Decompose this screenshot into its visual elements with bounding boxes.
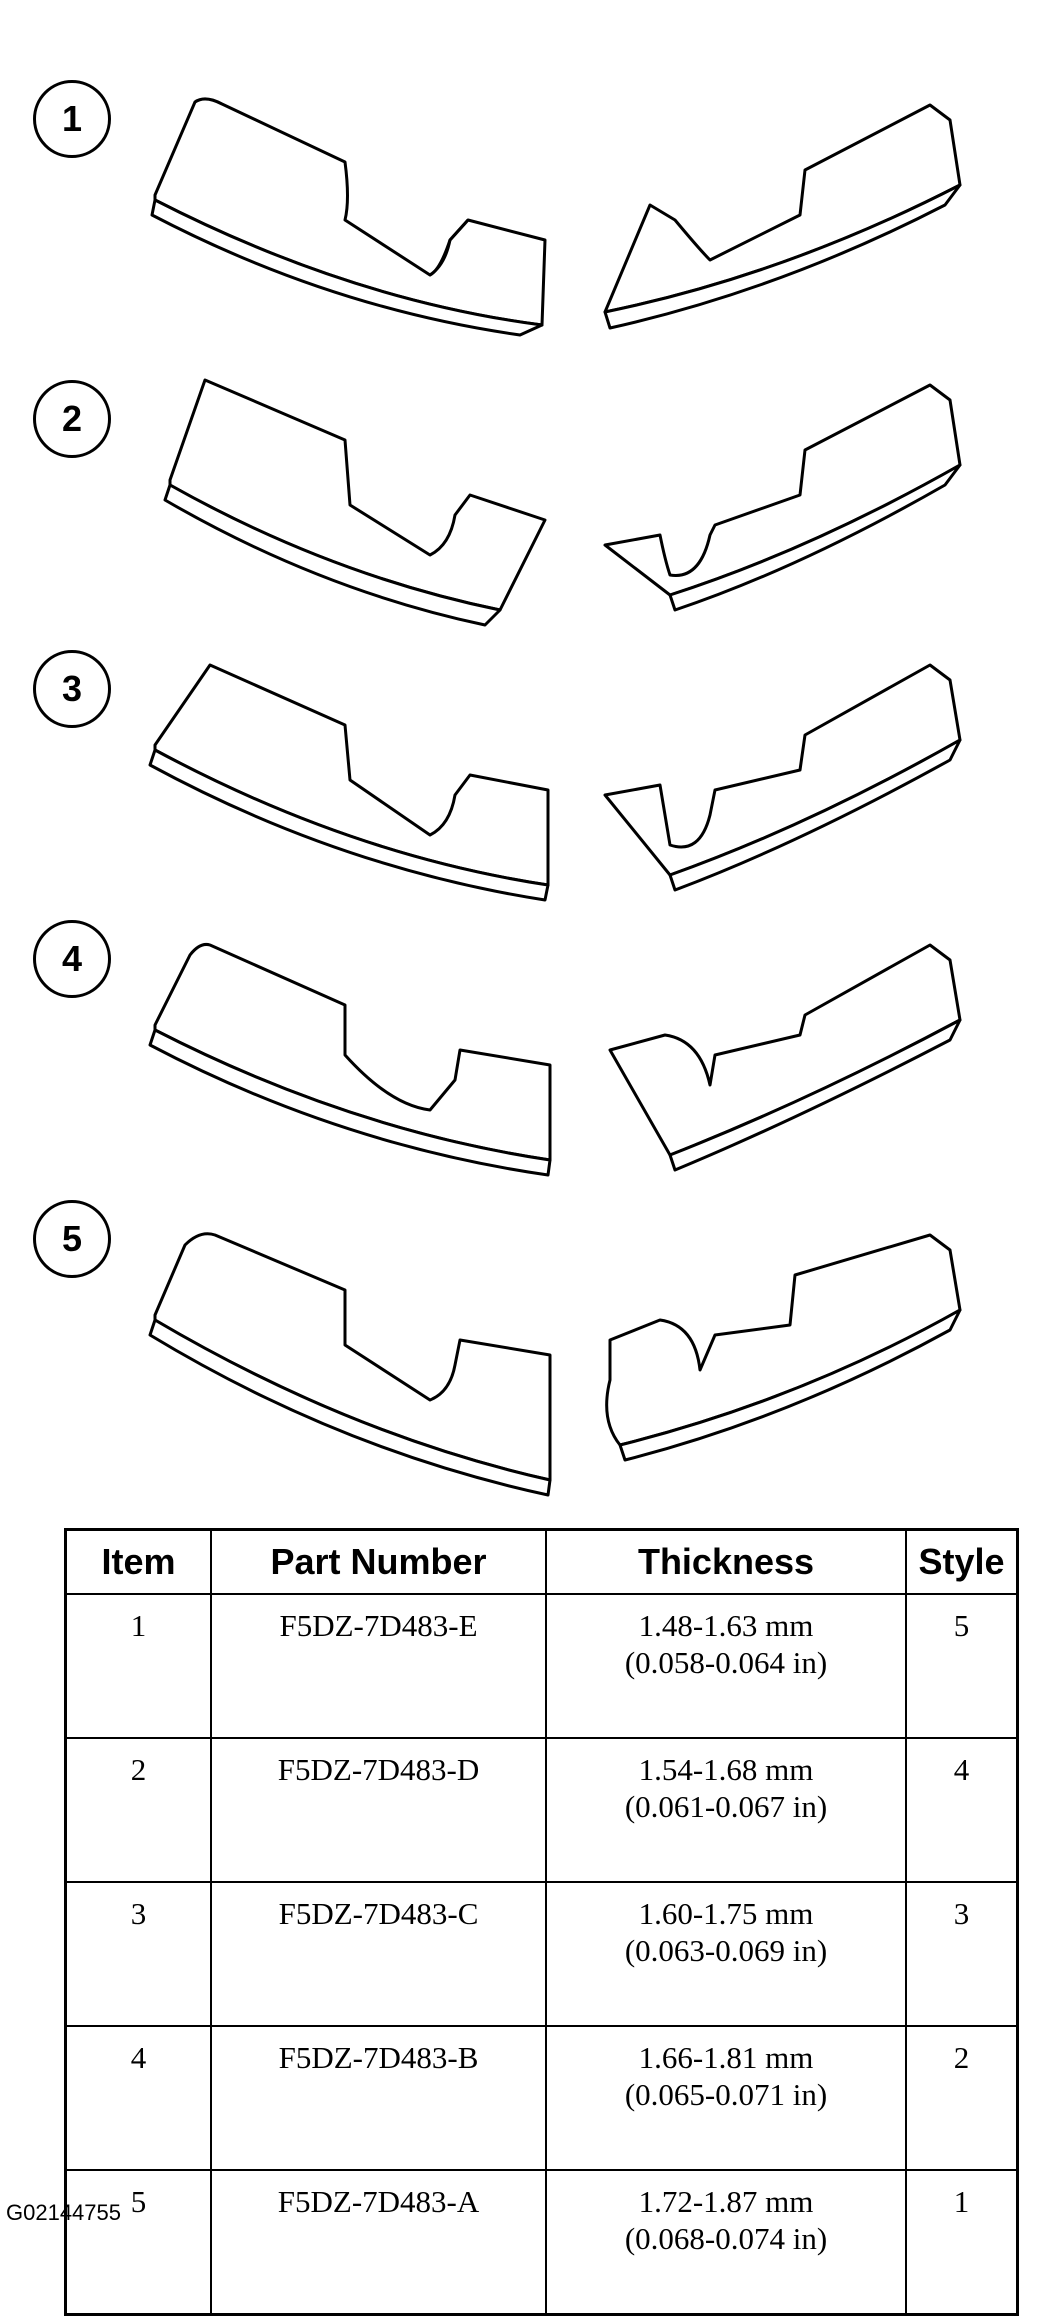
right-shim-half (603, 103, 962, 330)
shim-pair-2 (163, 378, 962, 627)
shim-pair-5 (148, 1232, 962, 1497)
cell-style: 5 (905, 1593, 1019, 1739)
right-shim-half (605, 1233, 962, 1462)
right-shim-half (603, 383, 962, 612)
thickness-mm: 1.66-1.81 mm (638, 2040, 814, 2075)
cell-thickness: 1.66-1.81 mm(0.065-0.071 in) (545, 2025, 907, 2171)
cell-part-number: F5DZ-7D483-D (210, 1737, 547, 1883)
thickness-in: (0.061-0.067 in) (624, 1789, 828, 1825)
thickness-mm: 1.60-1.75 mm (638, 1896, 814, 1931)
cell-style: 4 (905, 1737, 1019, 1883)
thickness-mm: 1.54-1.68 mm (638, 1752, 814, 1787)
left-shim-half (148, 943, 552, 1177)
left-shim-half (150, 97, 547, 337)
thickness-in: (0.065-0.071 in) (624, 2077, 828, 2113)
table-row: 2 F5DZ-7D483-D 1.54-1.68 mm(0.061-0.067 … (64, 1737, 1019, 1883)
thickness-in: (0.068-0.074 in) (624, 2221, 828, 2257)
left-shim-half (148, 1232, 552, 1497)
left-shim-half (163, 378, 547, 627)
cell-item: 4 (64, 2025, 212, 2171)
right-shim-half (608, 943, 962, 1172)
thickness-in: (0.058-0.064 in) (624, 1645, 828, 1681)
cell-item: 2 (64, 1737, 212, 1883)
thickness-in: (0.063-0.069 in) (624, 1933, 828, 1969)
item-callout-1: 1 (33, 80, 111, 158)
thickness-mm: 1.72-1.87 mm (638, 2184, 814, 2219)
cell-part-number: F5DZ-7D483-B (210, 2025, 547, 2171)
table-row: 5 F5DZ-7D483-A 1.72-1.87 mm(0.068-0.074 … (64, 2169, 1019, 2316)
cell-item: 5 (64, 2169, 212, 2316)
cell-part-number: F5DZ-7D483-C (210, 1881, 547, 2027)
shim-pair-1 (150, 97, 962, 337)
cell-thickness: 1.48-1.63 mm(0.058-0.064 in) (545, 1593, 907, 1739)
table-row: 4 F5DZ-7D483-B 1.66-1.81 mm(0.065-0.071 … (64, 2025, 1019, 2171)
cell-style: 3 (905, 1881, 1019, 2027)
cell-item: 1 (64, 1593, 212, 1739)
table-row: 3 F5DZ-7D483-C 1.60-1.75 mm(0.063-0.069 … (64, 1881, 1019, 2027)
table-header-row: Item Part Number Thickness Style (64, 1528, 1019, 1595)
item-callout-3: 3 (33, 650, 111, 728)
cell-part-number: F5DZ-7D483-E (210, 1593, 547, 1739)
item-callout-2: 2 (33, 380, 111, 458)
cell-style: 1 (905, 2169, 1019, 2316)
shim-spec-table: Item Part Number Thickness Style 1 F5DZ-… (64, 1528, 1019, 2316)
header-style: Style (905, 1528, 1019, 1595)
item-callout-4: 4 (33, 920, 111, 998)
table-row: 1 F5DZ-7D483-E 1.48-1.63 mm(0.058-0.064 … (64, 1593, 1019, 1739)
header-item: Item (64, 1528, 212, 1595)
cell-item: 3 (64, 1881, 212, 2027)
header-part-number: Part Number (210, 1528, 547, 1595)
cell-style: 2 (905, 2025, 1019, 2171)
header-thickness: Thickness (545, 1528, 907, 1595)
figure-id: G02144755 (6, 2200, 121, 2225)
cell-thickness: 1.72-1.87 mm(0.068-0.074 in) (545, 2169, 907, 2316)
shim-pair-4 (148, 943, 962, 1177)
cell-thickness: 1.60-1.75 mm(0.063-0.069 in) (545, 1881, 907, 2027)
left-shim-half (148, 663, 550, 902)
cell-part-number: F5DZ-7D483-A (210, 2169, 547, 2316)
shim-illustration: 1 2 3 4 (33, 80, 962, 1497)
item-callout-5: 5 (33, 1200, 111, 1278)
thickness-mm: 1.48-1.63 mm (638, 1608, 814, 1643)
right-shim-half (603, 663, 962, 892)
cell-thickness: 1.54-1.68 mm(0.061-0.067 in) (545, 1737, 907, 1883)
shim-pair-3 (148, 663, 962, 902)
